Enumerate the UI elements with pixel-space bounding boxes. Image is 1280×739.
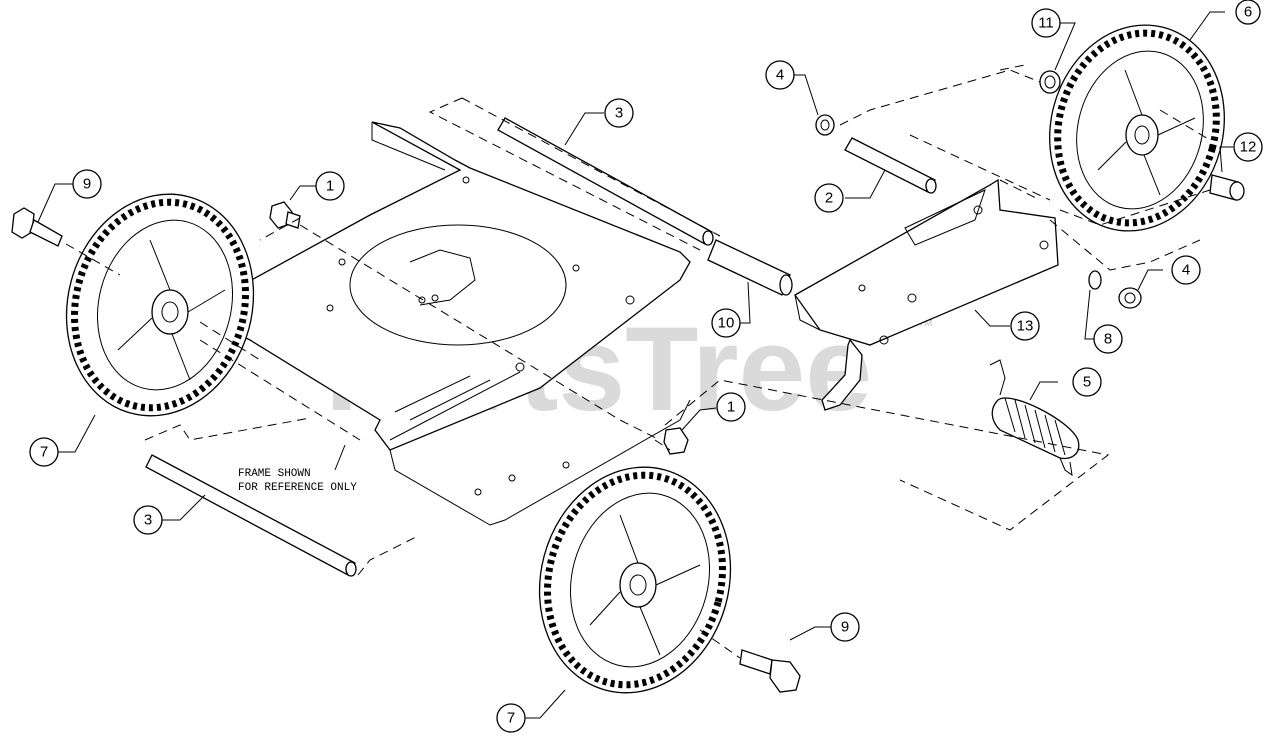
callout-label: 4 xyxy=(1182,262,1190,279)
axle-rod-lower xyxy=(145,454,357,577)
clip-8 xyxy=(1088,270,1102,290)
height-adjust-bracket xyxy=(794,178,1059,411)
callout-label: 1 xyxy=(326,178,334,195)
callout-label: 9 xyxy=(841,619,849,636)
flange-bushing-4-right xyxy=(1118,287,1142,309)
trademark-symbol: TM xyxy=(918,318,932,329)
callout-11[interactable]: 11 xyxy=(1031,8,1061,38)
extension-spring xyxy=(989,359,1080,477)
callout-label: 7 xyxy=(507,710,515,727)
callout-label: 3 xyxy=(144,512,152,529)
callout-label: 13 xyxy=(1017,318,1034,335)
washer-4-upper xyxy=(815,114,835,136)
callout-label: 9 xyxy=(83,176,91,193)
callout-label: 7 xyxy=(40,444,48,461)
callout-6[interactable]: 6 xyxy=(1235,0,1261,25)
callout-10[interactable]: 10 xyxy=(711,308,741,338)
note-line-1: FRAME SHOWN xyxy=(238,468,311,480)
callout-7-left[interactable]: 7 xyxy=(29,437,59,467)
shoulder-bolt-9-left xyxy=(11,207,63,247)
shoulder-bolt-1-lower xyxy=(663,427,689,455)
callout-leaders xyxy=(37,11,1233,719)
assembly-lines xyxy=(65,64,1211,659)
shoulder-bolt-9-bottom xyxy=(739,649,801,693)
bushing-11 xyxy=(1039,70,1061,94)
callout-label: 12 xyxy=(1240,139,1257,156)
callout-13[interactable]: 13 xyxy=(1010,311,1040,341)
callout-label: 11 xyxy=(1038,15,1054,32)
callout-12[interactable]: 12 xyxy=(1233,132,1263,162)
callout-3-upper[interactable]: 3 xyxy=(604,98,634,128)
callout-label: 1 xyxy=(727,399,735,416)
callout-7-bottom[interactable]: 7 xyxy=(496,703,526,733)
callout-label: 10 xyxy=(718,315,735,332)
note-line-2: FOR REFERENCE ONLY xyxy=(238,482,357,494)
callout-label: 6 xyxy=(1244,4,1252,21)
callout-label: 2 xyxy=(825,190,833,207)
callout-9-bottom[interactable]: 9 xyxy=(830,612,860,642)
bushing-12 xyxy=(1209,174,1245,201)
pivot-shaft xyxy=(844,137,937,194)
frame xyxy=(209,121,691,526)
callout-3-lower[interactable]: 3 xyxy=(133,505,163,535)
callout-8[interactable]: 8 xyxy=(1093,324,1123,354)
shoulder-bolt-1-upper xyxy=(269,201,301,229)
callout-5[interactable]: 5 xyxy=(1072,367,1102,397)
callout-4-upper[interactable]: 4 xyxy=(765,60,795,90)
callout-9-left[interactable]: 9 xyxy=(72,169,102,199)
wheel-7-bottom xyxy=(538,466,732,694)
callout-label: 8 xyxy=(1104,331,1112,348)
spacer-tube xyxy=(707,239,793,296)
callout-4-right[interactable]: 4 xyxy=(1171,255,1201,285)
wheel-7-left xyxy=(65,193,255,417)
callout-1-lower[interactable]: 1 xyxy=(716,392,746,422)
wheel-6 xyxy=(1049,24,1225,232)
axle-rod-upper xyxy=(497,117,714,246)
callout-label: 3 xyxy=(615,105,623,122)
callout-2[interactable]: 2 xyxy=(814,183,844,213)
callout-label: 4 xyxy=(776,67,784,84)
callout-label: 5 xyxy=(1083,374,1091,391)
reference-note: FRAME SHOWN FOR REFERENCE ONLY xyxy=(238,468,357,494)
callout-1-upper[interactable]: 1 xyxy=(315,171,345,201)
